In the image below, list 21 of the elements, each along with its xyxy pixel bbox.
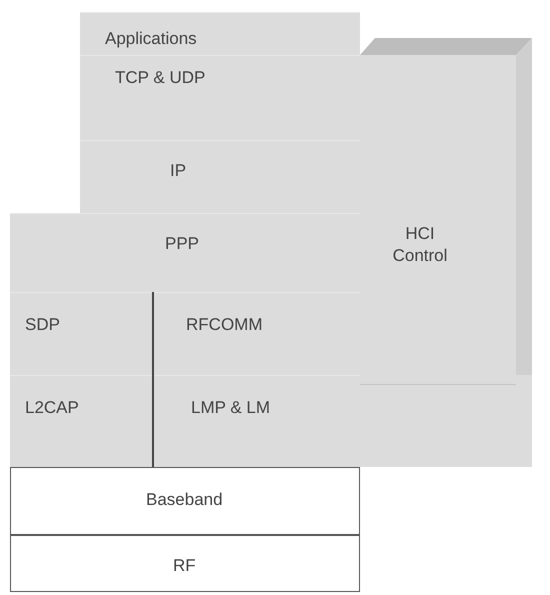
layer-label: RF <box>173 556 196 576</box>
layer-label: Applications <box>105 29 197 49</box>
layer-box <box>10 467 360 535</box>
layer-box <box>80 12 360 55</box>
layer-box <box>10 292 153 375</box>
layer-box <box>153 292 360 375</box>
layer-label: L2CAP <box>25 398 79 418</box>
layer-label: Baseband <box>146 490 223 510</box>
layer-label: PPP <box>165 234 200 254</box>
layer-box <box>10 375 153 467</box>
layer-label: LMP & LM <box>191 398 270 418</box>
layer-box <box>10 213 360 292</box>
layer-label: HCI Control <box>392 223 448 267</box>
layer-box <box>80 55 360 140</box>
layer-label: IP <box>170 161 186 181</box>
layer-box <box>10 535 360 592</box>
block-box <box>360 55 516 385</box>
layer-label: RFCOMM <box>186 315 262 335</box>
layer-label: SDP <box>25 315 60 335</box>
layer-box <box>80 140 360 213</box>
layer-label: TCP & UDP <box>115 68 206 88</box>
